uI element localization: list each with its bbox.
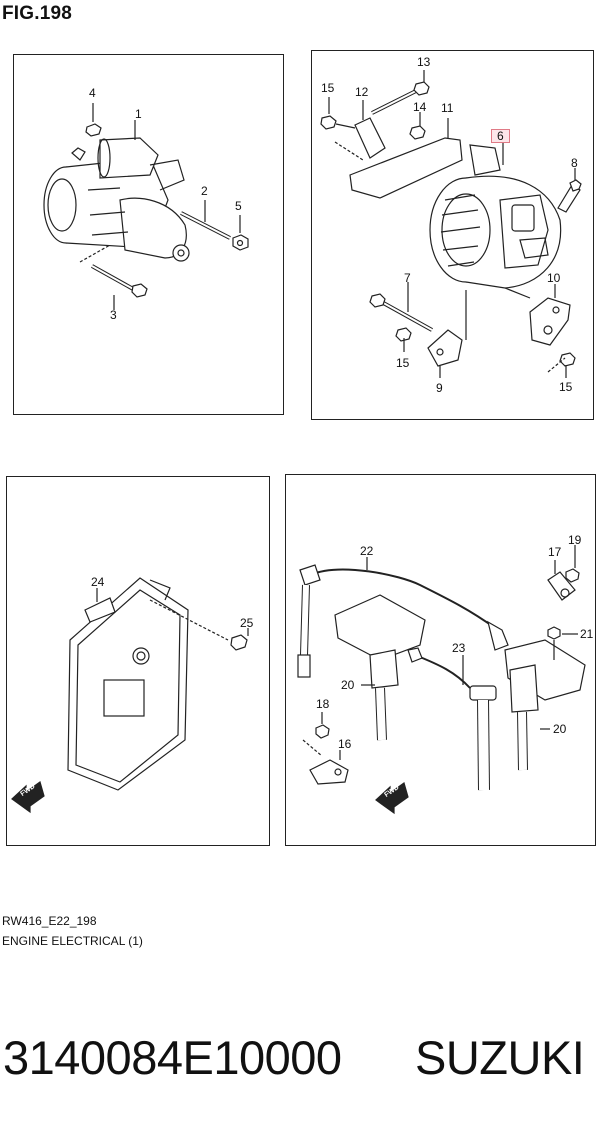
- callout-20-right: 20: [553, 722, 567, 736]
- callout-15-mid: 15: [396, 356, 410, 370]
- sensor-16-drawing: [302, 739, 349, 785]
- figure-title: FIG.198: [2, 3, 73, 24]
- alternator-drawing: [429, 144, 562, 289]
- callout-1: 1: [135, 107, 142, 121]
- callout-22: 22: [360, 544, 374, 558]
- fwd-arrow-right: [375, 782, 409, 815]
- bolt-13-drawing: [371, 70, 430, 115]
- callout-8: 8: [571, 156, 578, 170]
- starter-motor-drawing: [43, 137, 190, 262]
- bolt-15-mid-drawing: [395, 327, 412, 352]
- bracket-10-drawing: [504, 284, 571, 346]
- callout-11: 11: [441, 101, 454, 115]
- callout-16: 16: [338, 737, 352, 751]
- callout-15-top: 15: [321, 81, 335, 95]
- bracket-11-drawing: [349, 118, 463, 199]
- callout-2: 2: [201, 184, 208, 198]
- fwd-arrow-left: [11, 781, 45, 814]
- callout-20-left: 20: [341, 678, 355, 692]
- brand-name: SUZUKI: [415, 1031, 585, 1084]
- bracket-12-drawing: [334, 100, 386, 161]
- callout-17: 17: [548, 545, 562, 559]
- callout-18: 18: [316, 697, 330, 711]
- callout-4: 4: [89, 86, 96, 100]
- diagram-title: ENGINE ELECTRICAL (1): [2, 934, 143, 948]
- stud-2-drawing: [180, 200, 231, 240]
- callout-24: 24: [91, 575, 105, 589]
- bolt-15-top-drawing: [320, 97, 356, 130]
- callout-3: 3: [110, 308, 117, 322]
- bracket-9-drawing: [427, 290, 467, 378]
- callout-7: 7: [404, 271, 411, 285]
- callout-13: 13: [417, 55, 431, 69]
- bolt-4-drawing: [85, 103, 102, 137]
- bolt-3-drawing: [79, 244, 148, 310]
- bolt-14-drawing: [409, 112, 426, 140]
- diagram-code: RW416_E22_198: [2, 914, 97, 928]
- bolt-7-drawing: [369, 282, 433, 332]
- callout-15-right: 15: [559, 380, 573, 394]
- callout-23: 23: [452, 641, 466, 655]
- callout-14: 14: [413, 100, 427, 114]
- part-number: 3140084E10000: [3, 1031, 342, 1084]
- callout-25: 25: [240, 616, 254, 630]
- callout-5: 5: [235, 199, 242, 213]
- ignition-coil-left-drawing: [334, 594, 426, 741]
- callout-9: 9: [436, 381, 443, 395]
- sensor-17-drawing: [547, 560, 576, 601]
- callout-19: 19: [568, 533, 582, 547]
- ecu-drawing: [67, 577, 189, 791]
- ignition-cable-23-drawing: [407, 647, 497, 791]
- bolt-25-drawing: [149, 599, 249, 651]
- callout-10: 10: [547, 271, 561, 285]
- bolt-15-right-drawing: [547, 352, 576, 378]
- callout-6-highlighted: 6: [491, 129, 510, 143]
- bolt-21-drawing: [547, 626, 578, 660]
- nut-5-drawing: [232, 215, 249, 251]
- ignition-cable-22-drawing: [297, 557, 509, 678]
- callout-12: 12: [355, 85, 369, 99]
- terminal-8-drawing: [557, 168, 582, 213]
- bolt-18-drawing: [315, 712, 330, 739]
- ignition-coil-right-drawing: [504, 639, 586, 771]
- callout-21: 21: [580, 627, 594, 641]
- bolt-19-drawing: [565, 545, 580, 583]
